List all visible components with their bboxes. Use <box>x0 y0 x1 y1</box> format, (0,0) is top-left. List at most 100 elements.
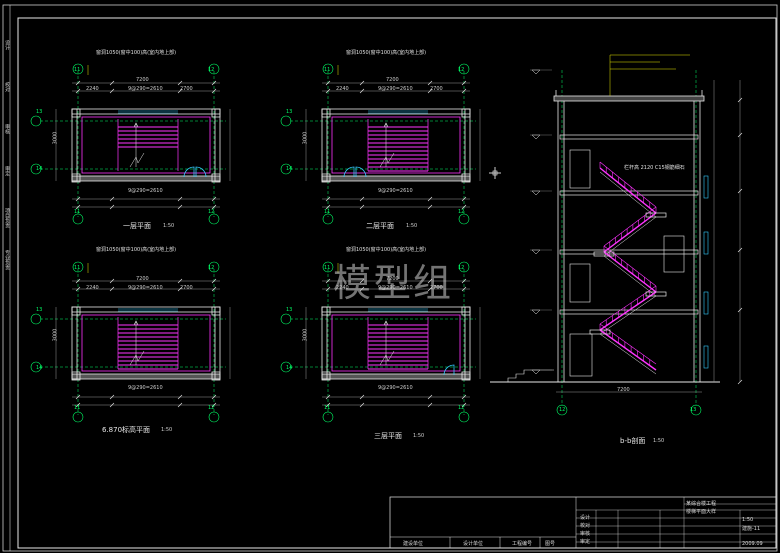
plan1-dim-right: 2700 <box>180 86 193 92</box>
dimension-tick <box>109 196 115 202</box>
plan2-axis-top-left: 11 <box>324 67 331 73</box>
plan2-dim-lower: 9@290=2610 <box>378 188 413 194</box>
stair-well-outline <box>81 314 211 372</box>
column <box>211 173 221 183</box>
wall-left <box>71 306 78 380</box>
section-group <box>490 54 743 416</box>
stair-well-outline <box>81 116 211 174</box>
window-section <box>703 231 709 255</box>
dimension-tick <box>109 80 115 86</box>
opening <box>569 149 591 189</box>
landing <box>589 329 611 335</box>
plan2-axis-bottom-right: 12 <box>458 209 465 215</box>
opening <box>569 263 591 303</box>
axis-bubble <box>208 411 220 423</box>
titleblock-project: 某综合楼工程 <box>686 501 717 507</box>
dimension-tick <box>427 394 433 400</box>
dimension-tick <box>737 188 743 194</box>
landing <box>593 251 615 257</box>
stair-soffit <box>599 295 657 335</box>
titleblock-drawing-no: 建施-11 <box>742 526 761 532</box>
dimension-tick <box>427 402 433 408</box>
floor-slab <box>559 249 699 255</box>
titleblock-footer-1: 建设单位 <box>403 541 424 547</box>
dimension-tick <box>211 394 217 400</box>
stair-plans-group <box>30 63 481 423</box>
level-marker-icon <box>531 134 541 140</box>
plan4-dim-overall: 7200 <box>386 276 399 282</box>
dimension-tick <box>737 307 743 313</box>
dimension-tick <box>177 394 183 400</box>
axis-bubble <box>280 361 292 373</box>
dimension-tick <box>325 278 331 284</box>
axis-bubble <box>208 213 220 225</box>
dimension-tick <box>461 286 467 292</box>
plan4-dim-left: 2240 <box>336 285 349 291</box>
axis-bubble <box>72 261 84 273</box>
wall-right <box>214 306 221 380</box>
stair-plan <box>30 63 231 225</box>
dimension-tick <box>325 402 331 408</box>
plan1-axis-bottom-left: 11 <box>74 209 81 215</box>
plan1-axis-bottom-right: 12 <box>208 209 215 215</box>
section-wall-left <box>557 99 565 383</box>
plan1-dim-mid: 9@290=2610 <box>128 86 163 92</box>
stair-flight <box>603 212 657 253</box>
level-marker-icon <box>531 309 541 315</box>
door-swing-icon <box>183 166 195 178</box>
dimension-tick <box>461 196 467 202</box>
column <box>321 108 331 118</box>
window-section <box>703 345 709 369</box>
opening <box>663 235 685 273</box>
axis-bubble <box>30 163 42 175</box>
plan1-dim-lower: 9@290=2610 <box>128 188 163 194</box>
axis-bubble <box>322 261 334 273</box>
level-marker-icon <box>531 249 541 255</box>
axis-bubble <box>458 261 470 273</box>
dimension-tick <box>75 278 81 284</box>
axis-bubble <box>556 404 568 416</box>
plan3-axis-top-left: 11 <box>74 265 81 271</box>
stair-well-outline <box>331 314 461 372</box>
level-marker-icon <box>531 69 541 75</box>
plan-title-2: 二层平面 <box>366 222 394 230</box>
titleblock-frame <box>389 496 777 549</box>
dimension-tick <box>427 204 433 210</box>
axis-bubble <box>280 163 292 175</box>
plan4-axis-bottom-right: 12 <box>458 405 465 411</box>
dimension-tick <box>461 80 467 86</box>
stair-flight <box>599 329 657 371</box>
handrail <box>603 245 657 287</box>
dimension-tick <box>75 402 81 408</box>
section-dim-overall: 7200 <box>617 387 630 393</box>
plan-top-note-2: 窗洞1050(窗中100)高(室内地上部) <box>346 50 427 56</box>
axis-bubble <box>458 411 470 423</box>
arrow-up-icon <box>133 320 139 326</box>
section-rail-note: 栏杆高 2120 C15钢筋细石 <box>624 165 685 171</box>
plan-title-4: 三层平面 <box>374 432 402 440</box>
stair-plan <box>280 63 481 225</box>
wall-bottom <box>321 373 471 380</box>
column <box>321 306 331 316</box>
dimension-tick <box>177 204 183 210</box>
dimension-tick <box>109 286 115 292</box>
plan-title-3: 6.870标高平面 <box>102 426 151 434</box>
column <box>461 108 471 118</box>
plan2-dim-mid: 9@290=2610 <box>378 86 413 92</box>
dimension-tick <box>325 286 331 292</box>
wall-right <box>464 108 471 182</box>
door-swing-icon <box>443 364 455 376</box>
level-marker-icon <box>531 190 541 196</box>
dimension-tick <box>359 88 365 94</box>
plan-scale-1: 1:50 <box>163 223 175 229</box>
dimension-tick <box>325 204 331 210</box>
dimension-tick <box>177 196 183 202</box>
titleblock-date: 2009.09 <box>742 541 763 547</box>
dimension-tick <box>737 97 743 103</box>
axis-bubble <box>280 115 292 127</box>
section-grid-left: 12 <box>559 407 566 413</box>
section-title: b-b剖面 <box>620 437 646 445</box>
axis-bubble <box>458 213 470 225</box>
left-strip-label: 审定 <box>4 166 10 176</box>
landing <box>645 291 667 297</box>
